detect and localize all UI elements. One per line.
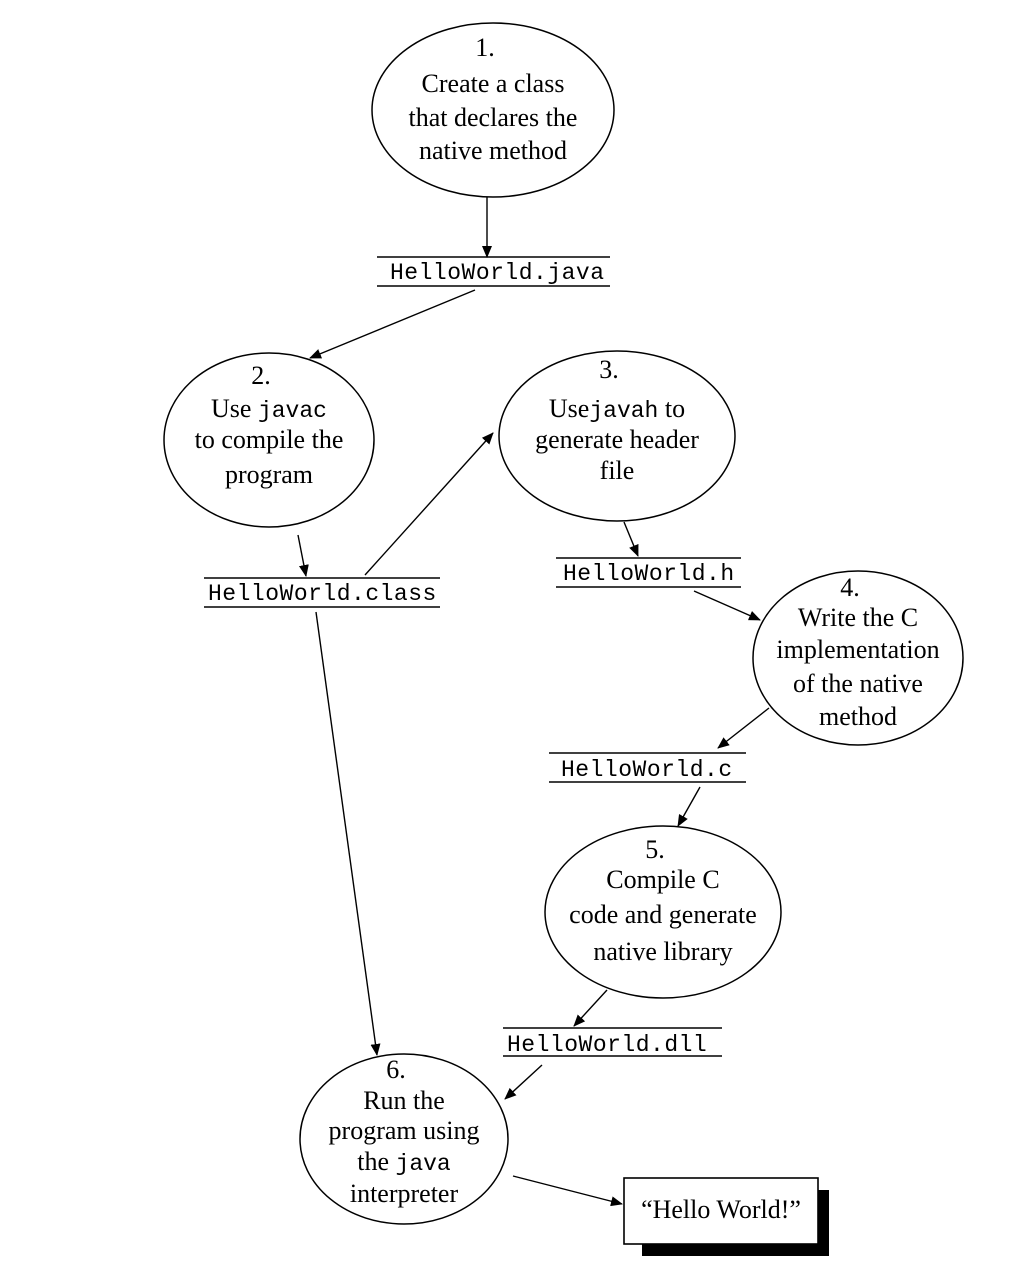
step-node-s1: 1. Create a class that declares the native …: [371, 22, 615, 198]
file-label: HelloWorld.class: [208, 581, 437, 607]
step-number: 3.: [599, 355, 619, 384]
file-f_class: HelloWorld.class: [204, 577, 440, 608]
step-text-line: Use javac: [211, 394, 327, 424]
edge-s2-to-f_class: [297, 534, 309, 577]
step-number: 2.: [251, 361, 271, 390]
step-text-line: that declares the: [409, 103, 578, 132]
step-text-line: code and generate: [569, 900, 757, 929]
steps: 1. Create a class that declares the native …: [163, 22, 964, 1225]
edge-f_java-to-s2: [309, 289, 476, 359]
step-text-line: program: [225, 460, 313, 489]
code-token: java: [396, 1151, 451, 1177]
step-text-line: implementation: [776, 635, 939, 664]
file-label: HelloWorld.java: [390, 260, 605, 286]
step-ellipse: [163, 352, 375, 528]
step-ellipse: [498, 350, 736, 522]
edge-f_h-to-s4: [693, 590, 761, 621]
edges: [297, 197, 770, 1207]
step-text-line: of the native: [793, 669, 923, 698]
step-number: 1.: [475, 33, 495, 62]
step-text-line: program using: [329, 1116, 480, 1145]
step-number: 5.: [645, 835, 665, 864]
file-f_dll: HelloWorld.dll: [503, 1027, 722, 1058]
output-box: “Hello World!”: [623, 1177, 829, 1256]
step-text-line: native library: [593, 937, 732, 966]
step-ellipse: [544, 825, 782, 999]
step-ellipse: [752, 570, 964, 746]
edge-s3-to-f_h: [623, 521, 639, 557]
edge-s6-to-out: [512, 1175, 623, 1207]
step-number: 6.: [386, 1055, 406, 1084]
output-label: “Hello World!”: [641, 1195, 801, 1224]
step-ellipse: [299, 1053, 509, 1225]
step-text-line: Create a class: [422, 69, 565, 98]
step-text-line: file: [600, 456, 635, 485]
step-number: 4.: [840, 573, 860, 602]
step-node-s4: 4.Write the C implementation of the native…: [752, 570, 964, 746]
step-text-line: native method: [419, 136, 567, 165]
step-text-line: to compile the: [195, 425, 344, 454]
edge-f_dll-to-s6: [504, 1064, 543, 1100]
output-box-frame: [623, 1177, 819, 1245]
file-f_c: HelloWorld.c: [549, 752, 746, 783]
file-f_h: HelloWorld.h: [556, 557, 741, 588]
step-text-line: Compile C: [606, 865, 719, 894]
file-label: HelloWorld.c: [561, 757, 733, 783]
file-label: HelloWorld.dll: [507, 1032, 707, 1058]
edge-s5-to-f_dll: [573, 989, 608, 1027]
file-f_java: HelloWorld.java: [377, 256, 610, 287]
edge-f_class-to-s3: [364, 432, 494, 576]
step-text-line: method: [819, 702, 897, 731]
step-text-line: Usejavah to: [549, 394, 685, 424]
step-ellipse: [371, 22, 615, 198]
files: HelloWorld.java HelloWorld.class HelloWo…: [204, 256, 746, 1058]
file-label: HelloWorld.h: [563, 561, 735, 587]
step-text-line: interpreter: [350, 1179, 459, 1208]
step-text-line: generate header: [535, 425, 699, 454]
step-text-line: Write the C: [798, 603, 918, 632]
edge-s4-to-f_c: [717, 707, 770, 749]
step-text-line: Run the: [363, 1086, 445, 1115]
code-token: javac: [258, 398, 327, 424]
code-token: javah: [589, 398, 658, 424]
edge-f_c-to-s5: [677, 786, 701, 827]
step-node-s5: 5.Compile C code and generate native libra…: [544, 825, 782, 999]
step-text-line: the java: [357, 1147, 451, 1177]
edge-f_class-to-s6: [315, 611, 381, 1056]
